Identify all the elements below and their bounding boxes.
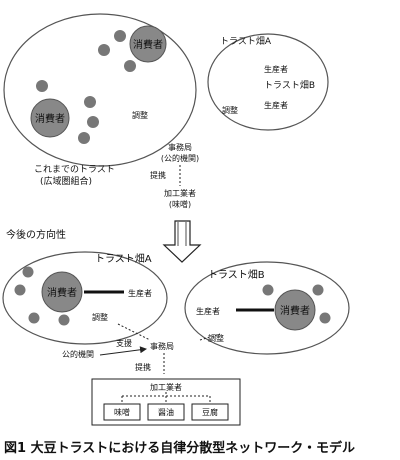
adjust-label-right: 調整 xyxy=(208,333,224,343)
public-agency-label: 公的機関 xyxy=(62,349,94,359)
member-dot xyxy=(124,60,136,72)
partnership-label-bottom: 提携 xyxy=(135,362,151,372)
trust-b-label-top: トラスト畑B xyxy=(264,79,315,91)
producer-label-right: 生産者 xyxy=(196,306,220,316)
trust-a-oval xyxy=(2,251,168,345)
processor-product-label-top: (味噌) xyxy=(169,199,191,209)
product-box-miso xyxy=(103,403,141,421)
adjust-label-top-left: 調整 xyxy=(132,110,148,120)
member-dot xyxy=(114,30,126,42)
member-dot xyxy=(36,80,48,92)
product-box-soy-sauce xyxy=(147,403,185,421)
transition-arrow xyxy=(162,220,202,263)
consumer-circle-top xyxy=(129,25,167,63)
legacy-trust-title: これまでのトラスト xyxy=(34,164,115,175)
producer-label-top-1: 生産者 xyxy=(264,64,288,74)
support-arrow xyxy=(99,346,147,356)
figure-caption: 図1 大豆トラストにおける自律分散型ネットワーク・モデル xyxy=(4,440,355,456)
processor-label-bottom: 加工業者 xyxy=(150,382,182,392)
member-dot xyxy=(262,284,274,296)
office-public-label-top: (公的機関) xyxy=(161,153,199,163)
member-dot xyxy=(98,44,110,56)
member-dot xyxy=(58,314,70,326)
consumer-label-top-2: 消費者 xyxy=(35,112,65,125)
trust-a-label-bottom: トラスト畑A xyxy=(95,252,152,265)
adjust-label-top-right: 調整 xyxy=(222,105,238,115)
consumer-label-left: 消費者 xyxy=(47,286,77,299)
support-label: 支援 xyxy=(116,338,132,348)
member-dot xyxy=(87,116,99,128)
trust-b-label-bottom: トラスト畑B xyxy=(208,268,265,281)
member-dot xyxy=(22,266,34,278)
producer-label-left: 生産者 xyxy=(128,288,152,298)
office-label-top: 事務局 xyxy=(168,142,192,152)
producer-label-top-2: 生産者 xyxy=(264,100,288,110)
product-box-tofu xyxy=(191,403,229,421)
product-label-tofu: 豆腐 xyxy=(202,407,218,417)
member-dot xyxy=(84,96,96,108)
partnership-label-top: 提携 xyxy=(150,170,166,180)
product-label-miso: 味噌 xyxy=(114,407,130,417)
consumer-circle-right xyxy=(274,289,316,331)
member-dot xyxy=(14,284,26,296)
trust-a-label-top: トラスト畑A xyxy=(220,35,272,47)
trust-b-oval xyxy=(207,33,329,131)
legacy-trust-subtitle: (広域圏組合) xyxy=(40,175,92,187)
member-dot xyxy=(28,312,40,324)
future-heading: 今後の方向性 xyxy=(6,228,66,241)
dotted-link xyxy=(199,333,221,341)
member-dot xyxy=(319,312,331,324)
member-dot xyxy=(312,284,324,296)
consumer-label-right: 消費者 xyxy=(280,304,310,317)
processor-box xyxy=(91,378,241,426)
dotted-link xyxy=(117,323,151,341)
adjust-label-left: 調整 xyxy=(92,312,108,322)
legacy-trust-oval xyxy=(3,13,197,167)
processor-label-top: 加工業者 xyxy=(164,188,196,198)
consumer-label-top: 消費者 xyxy=(133,38,163,51)
member-dot xyxy=(78,132,90,144)
office-label-bottom: 事務局 xyxy=(150,341,174,351)
product-label-soy-sauce: 醤油 xyxy=(158,407,174,417)
consumer-circle-top-2 xyxy=(30,98,70,138)
trust-b-oval-bottom xyxy=(184,261,350,355)
consumer-circle-left xyxy=(41,271,83,313)
